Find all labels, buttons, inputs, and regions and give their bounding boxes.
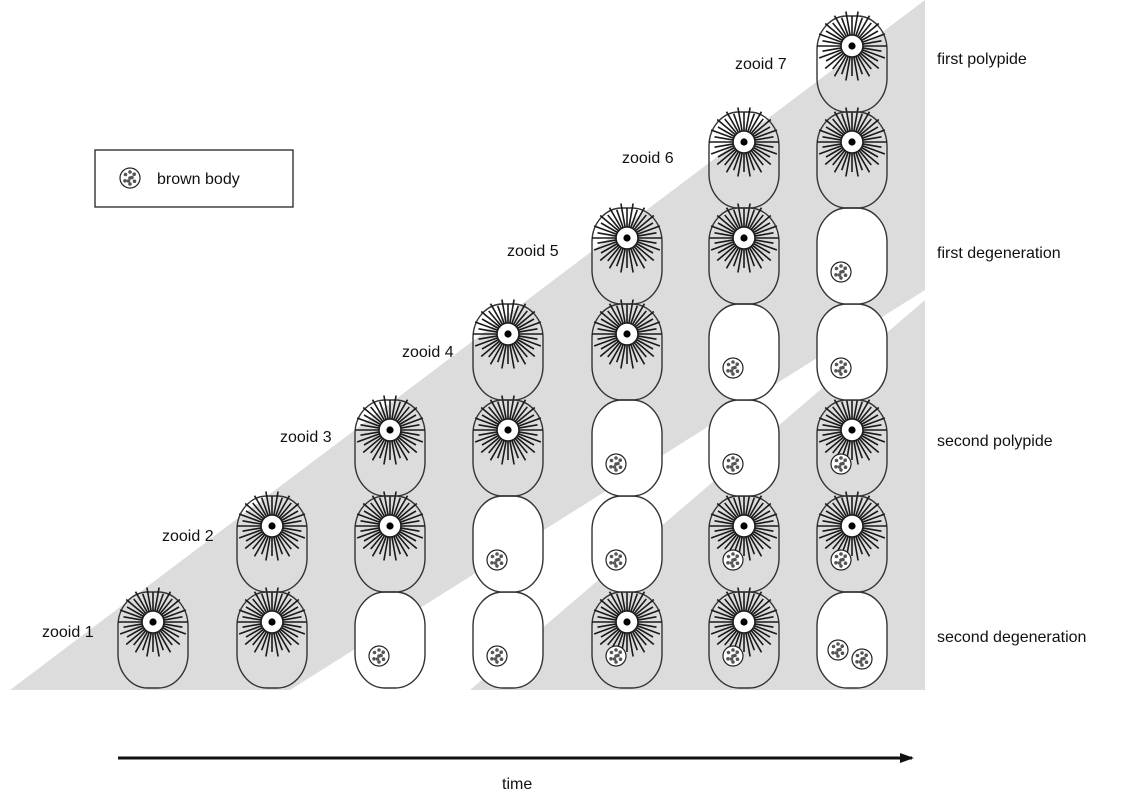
polypide-icon	[817, 11, 887, 81]
polypide-icon	[118, 587, 188, 657]
empty-cell	[708, 303, 780, 401]
polypide-icon	[355, 491, 425, 561]
brown-body-icon	[830, 357, 852, 379]
brown-body-icon	[830, 261, 852, 283]
time-axis: time	[118, 753, 914, 793]
polypide-icon	[592, 299, 662, 369]
brown-body-icon	[830, 549, 852, 571]
polypide-icon	[817, 491, 887, 561]
empty-cell	[708, 399, 780, 497]
polypide-icon	[237, 587, 307, 657]
zooid-label-3: zooid 3	[280, 429, 332, 446]
zooid-column-2	[236, 491, 308, 689]
polypide-icon	[355, 395, 425, 465]
polypide-icon	[709, 491, 779, 561]
polypide-icon	[817, 395, 887, 465]
polypide-icon	[709, 587, 779, 657]
brown-body-icon	[722, 645, 744, 667]
polypide-cell	[472, 299, 544, 401]
legend: brown body	[94, 149, 294, 208]
brown-body-icon	[722, 453, 744, 475]
polypide-icon	[709, 203, 779, 273]
zooid-label-5: zooid 5	[507, 243, 559, 260]
brown-body-icon	[486, 549, 508, 571]
brown-body-icon	[605, 549, 627, 571]
band-lower	[470, 300, 925, 690]
time-label: time	[502, 776, 532, 793]
zooid-column-1	[117, 587, 189, 689]
polypide-cell	[816, 395, 888, 497]
polypide-icon	[237, 491, 307, 561]
zooid-column-6	[708, 107, 780, 689]
legend-label: brown body	[157, 171, 240, 188]
polypide-icon	[592, 587, 662, 657]
empty-cell	[354, 591, 426, 689]
zooid-column-5	[591, 203, 663, 689]
brown-body-icon	[368, 645, 390, 667]
zooid-columns	[117, 11, 888, 689]
zooid-column-3	[354, 395, 426, 689]
zooid-label-1: zooid 1	[42, 624, 94, 641]
polypide-cell	[472, 395, 544, 497]
zooid-label-6: zooid 6	[622, 150, 674, 167]
polypide-icon	[709, 107, 779, 177]
zooid-labels: zooid 1 zooid 2 zooid 3 zooid 4 zooid 5 …	[42, 56, 787, 641]
empty-cell	[816, 303, 888, 401]
empty-cell	[591, 495, 663, 593]
background-bands	[10, 0, 925, 690]
zooid-column-7	[816, 11, 888, 689]
brown-body-icon	[830, 453, 852, 475]
empty-cell	[816, 207, 888, 305]
row-label-first-degeneration: first degeneration	[937, 245, 1061, 262]
polypide-icon	[592, 203, 662, 273]
brown-body-icon	[851, 648, 873, 670]
brown-body-icon	[722, 549, 744, 571]
brown-body-icon	[605, 453, 627, 475]
row-label-second-polypide: second polypide	[937, 433, 1053, 450]
polypide-cell	[591, 299, 663, 401]
polypide-cell	[591, 587, 663, 689]
polypide-cell	[117, 587, 189, 689]
legend-box	[94, 149, 294, 208]
polypide-cell	[816, 491, 888, 593]
polypide-icon	[473, 395, 543, 465]
brown-body-icon	[605, 645, 627, 667]
empty-cell	[472, 495, 544, 593]
row-label-first-polypide: first polypide	[937, 51, 1027, 68]
zooid-label-4: zooid 4	[402, 344, 454, 361]
polypide-cell	[816, 107, 888, 209]
polypide-cell	[591, 203, 663, 305]
empty-cell	[472, 591, 544, 689]
zooid-label-7: zooid 7	[735, 56, 787, 73]
empty-cell	[591, 399, 663, 497]
brown-body-icon	[722, 357, 744, 379]
polypide-cell	[708, 107, 780, 209]
brown-body-icon	[486, 645, 508, 667]
polypide-cell	[354, 395, 426, 497]
brown-body-icon	[119, 167, 141, 189]
polypide-icon	[817, 107, 887, 177]
row-labels: first polypide first degeneration second…	[937, 51, 1086, 646]
zooid-column-4	[472, 299, 544, 689]
brown-body-icon	[827, 639, 849, 661]
polypide-cell	[708, 587, 780, 689]
polypide-icon	[473, 299, 543, 369]
row-label-second-degeneration: second degeneration	[937, 629, 1086, 646]
zooid-label-2: zooid 2	[162, 528, 214, 545]
polypide-cell	[236, 491, 308, 593]
polypide-cell	[816, 11, 888, 113]
empty-cell	[816, 591, 888, 689]
brown-body-icon	[119, 167, 141, 189]
